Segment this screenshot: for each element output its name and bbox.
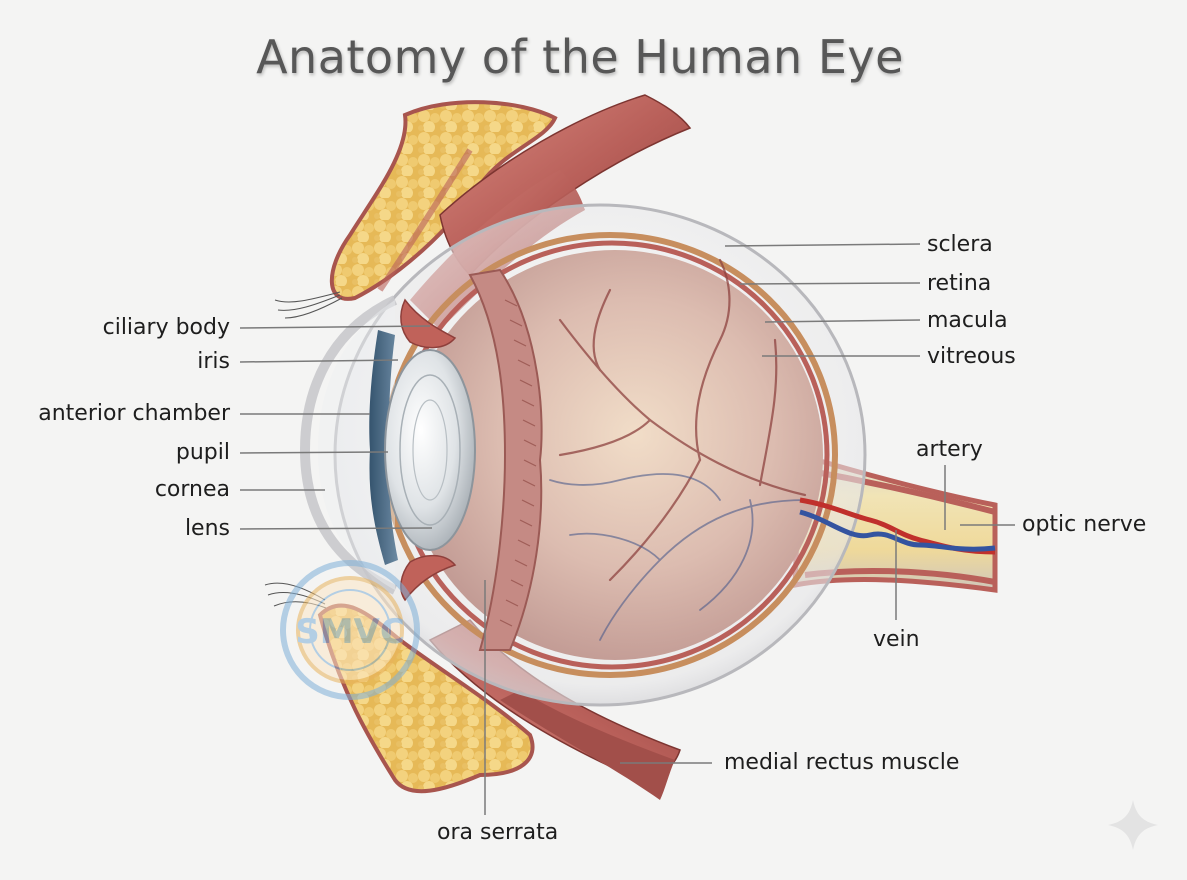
leader-lines — [239, 243, 1015, 815]
label-medial-rectus-muscle: medial rectus muscle — [724, 750, 960, 775]
label-lens: lens — [184, 516, 230, 541]
iris-shape — [369, 330, 398, 565]
vein-vessel — [799, 509, 996, 552]
eyelashes-upper — [274, 291, 343, 319]
label-pupil: pupil — [175, 440, 230, 465]
label-retina: retina — [927, 271, 992, 296]
label-ciliary-body: ciliary body — [102, 315, 230, 340]
label-optic-nerve: optic nerve — [1022, 512, 1147, 537]
watermark-center-text: SMVC — [295, 612, 405, 652]
ora-serrata — [468, 268, 543, 651]
ciliary-body-bottom — [400, 554, 457, 602]
label-macula: macula — [927, 308, 1008, 333]
medial-rectus-muscle-band — [500, 690, 675, 800]
retinal-vessels — [549, 258, 807, 641]
ora-serrata-teeth — [499, 299, 537, 627]
watermark-seal: SMVC — [280, 560, 420, 700]
label-iris: iris — [197, 349, 230, 374]
label-sclera: sclera — [927, 232, 993, 257]
label-anterior-chamber: anterior chamber — [38, 401, 230, 426]
ciliary-body-top — [400, 298, 457, 349]
diagram-title: Anatomy of the Human Eye — [256, 30, 904, 84]
upper-eyelid-inner — [377, 148, 473, 292]
sparkle-icon — [1108, 800, 1158, 850]
label-vein: vein — [873, 627, 920, 652]
label-cornea: cornea — [154, 477, 230, 502]
label-ora-serrata: ora serrata — [437, 820, 559, 845]
lens — [384, 349, 476, 551]
label-artery: artery — [916, 437, 983, 462]
label-vitreous: vitreous — [927, 344, 1016, 369]
upper-eyelid-fat — [329, 100, 558, 301]
cornea — [299, 295, 398, 595]
